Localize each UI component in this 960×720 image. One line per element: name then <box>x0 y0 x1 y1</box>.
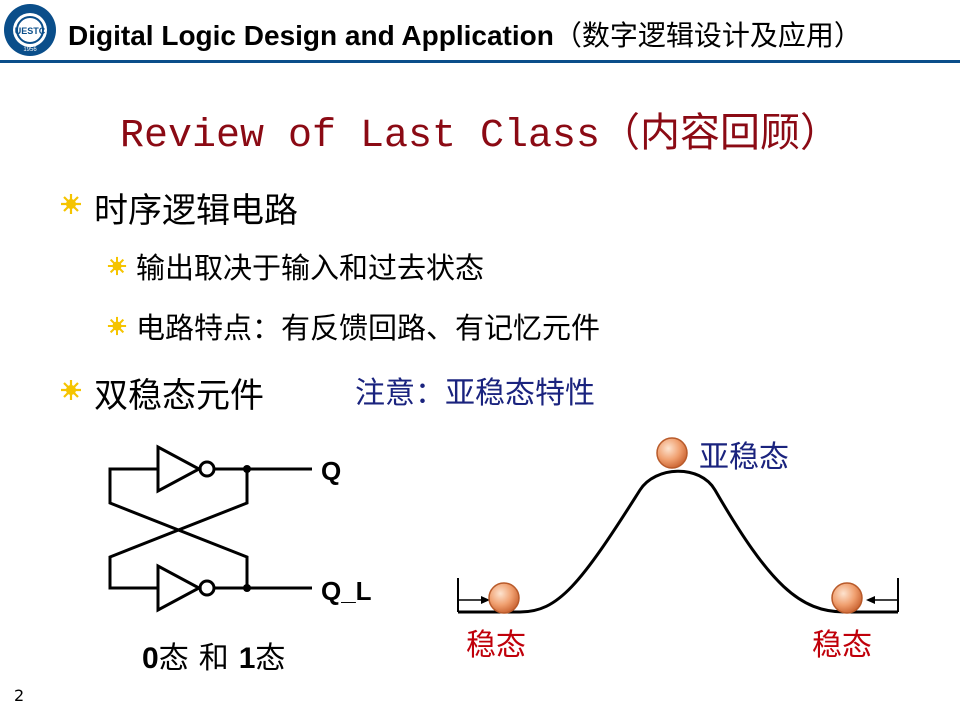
ball-right <box>831 582 863 614</box>
svg-text:1956: 1956 <box>23 47 37 53</box>
slide-title-en: Review of Last Class <box>119 114 601 159</box>
slide-title: Review of Last Class（内容回顾） <box>0 100 960 159</box>
caption-and: 和 <box>199 641 229 676</box>
inverter-bottom <box>156 563 203 613</box>
energy-curve <box>458 469 898 614</box>
bullet-star-icon <box>107 316 127 336</box>
header-title-en: Digital Logic Design and Application <box>68 20 554 51</box>
bullet-star-icon <box>61 380 81 400</box>
q-label: Q <box>321 456 341 486</box>
bullet-star-icon <box>107 256 127 276</box>
right-arrow-head <box>866 596 875 604</box>
header-title-cn: （数字逻辑设计及应用） <box>553 19 862 52</box>
bullet-sequential-circuit: 时序逻辑电路 <box>94 191 298 231</box>
header-title: Digital Logic Design and Application（数字逻… <box>68 14 862 54</box>
left-arrow-head <box>481 596 490 604</box>
caption-state-1: 态 <box>159 641 189 676</box>
metastable-label: 亚稳态 <box>699 440 789 475</box>
stability-curve-diagram <box>457 437 899 614</box>
junction-dot-top <box>243 465 251 473</box>
stable-label-right: 稳态 <box>812 628 872 663</box>
ball-left <box>488 582 520 614</box>
ql-label: Q_L <box>321 576 372 606</box>
university-logo: UESTC 1956 <box>4 4 56 56</box>
page-number: 2 <box>14 686 25 705</box>
junction-dot-bottom <box>243 584 251 592</box>
cross-coupled-inverters <box>108 444 312 613</box>
header-divider <box>0 60 960 63</box>
metastability-note: 注意：亚稳态特性 <box>355 376 595 411</box>
inverter-top <box>156 444 203 494</box>
bullet-output-depends: 输出取决于输入和过去状态 <box>136 251 485 285</box>
bullet-bistable-element: 双稳态元件 <box>94 376 264 416</box>
bullet-star-icon <box>61 194 81 214</box>
feedback-wire-top <box>108 467 249 588</box>
stable-label-left: 稳态 <box>466 628 526 663</box>
bullet-circuit-features: 电路特点：有反馈回路、有记忆元件 <box>136 311 601 345</box>
ball-top <box>656 437 688 469</box>
feedback-wire-bottom <box>108 469 249 590</box>
caption-one: 1 <box>239 642 256 675</box>
caption-zero: 0 <box>142 642 159 675</box>
svg-text:UESTC: UESTC <box>15 26 46 36</box>
slide-title-cn: （内容回顾） <box>600 110 841 156</box>
caption-state-2: 态 <box>255 641 285 676</box>
